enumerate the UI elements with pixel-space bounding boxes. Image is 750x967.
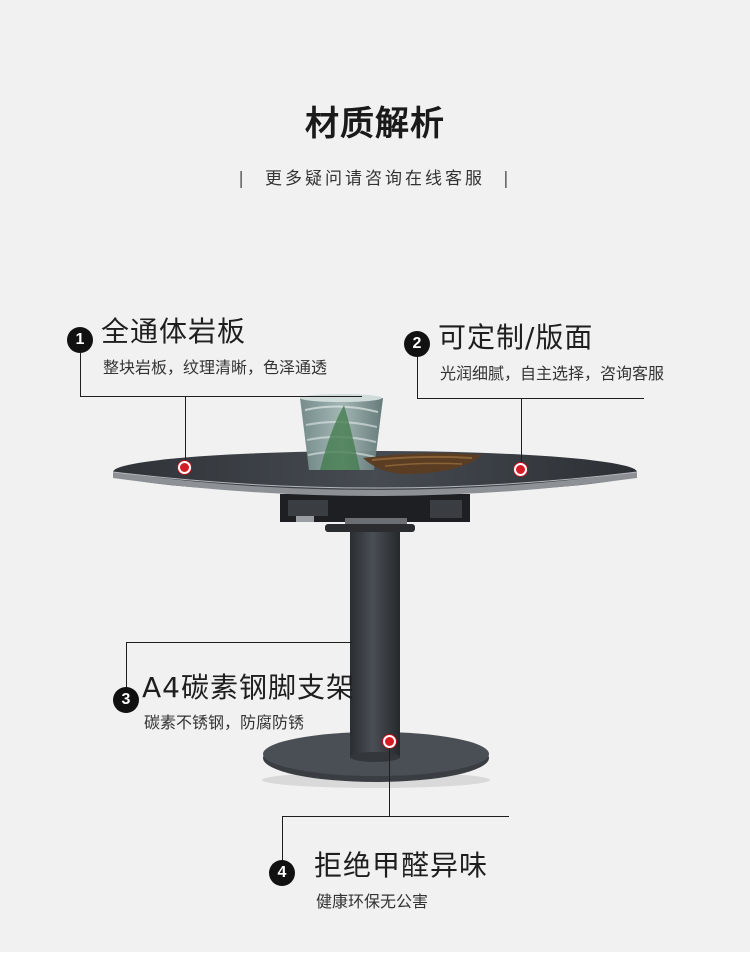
- feature-2-marker: [514, 463, 527, 476]
- feature-2-heading: 可定制/版面: [438, 321, 594, 354]
- subtitle-text: 更多疑问请咨询在线客服: [265, 169, 485, 189]
- feature-2-leader-horizontal: [417, 398, 644, 399]
- feature-1-leader-horizontal: [80, 396, 362, 397]
- table-column: [350, 522, 400, 762]
- feature-4-leader-drop: [389, 748, 390, 816]
- feature-3-description: 碳素不锈钢，防腐防锈: [144, 713, 305, 732]
- page-title: 材质解析: [305, 104, 445, 144]
- feature-1-badge: 1: [67, 327, 93, 353]
- subtitle-divider-left: |: [238, 169, 247, 189]
- feature-2-badge: 2: [404, 331, 430, 357]
- feature-4-leader-vertical: [282, 816, 283, 862]
- feature-1-leader-vertical: [80, 352, 81, 397]
- feature-3-heading: A4碳素钢脚支架: [142, 671, 355, 704]
- woven-bowl: [363, 453, 482, 474]
- feature-2-description: 光润细腻，自主选择，咨询客服: [440, 364, 665, 383]
- feature-3-leader-vertical: [126, 642, 127, 689]
- glass-vase: [300, 394, 383, 470]
- bottom-band: [0, 952, 750, 967]
- feature-3-leader-horizontal: [126, 642, 352, 643]
- table-top: [112, 451, 638, 496]
- feature-4-heading: 拒绝甲醛异味: [314, 849, 489, 882]
- feature-1-leader-drop: [185, 396, 186, 462]
- feature-2-leader-vertical: [417, 356, 418, 399]
- page-subtitle: | 更多疑问请咨询在线客服 |: [0, 164, 750, 189]
- feature-4-description: 健康环保无公害: [316, 892, 429, 911]
- feature-1-description: 整块岩板，纹理清晰，色泽通透: [103, 358, 328, 377]
- extension-mechanism: [280, 494, 470, 532]
- feature-4-marker: [383, 735, 396, 748]
- feature-3-badge: 3: [113, 687, 139, 713]
- feature-4-leader-horizontal: [282, 816, 509, 817]
- feature-1-heading: 全通体岩板: [101, 315, 247, 348]
- subtitle-divider-right: |: [503, 169, 512, 189]
- feature-4-badge: 4: [269, 860, 295, 886]
- feature-2-leader-drop: [521, 398, 522, 462]
- feature-1-marker: [178, 461, 191, 474]
